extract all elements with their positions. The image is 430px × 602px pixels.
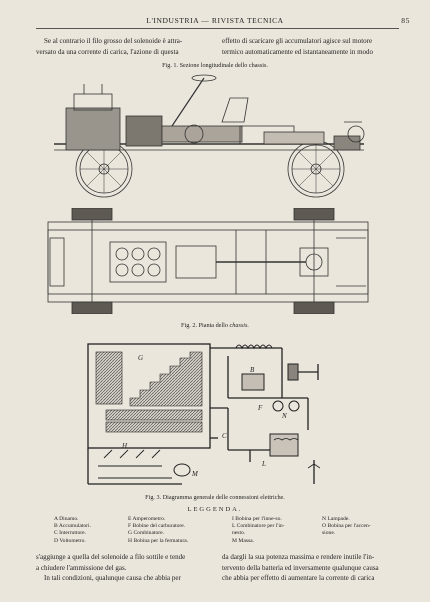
fig3-label-c: C: [222, 432, 227, 440]
legend-item: D Voltometro.: [54, 537, 86, 544]
fig3-label-h: H: [121, 442, 128, 450]
legend-item: L Combinatore per l'in-: [232, 523, 285, 530]
fig3-caption: Fig. 3. Diagramma generale delle conness…: [145, 494, 285, 501]
legend-col-3: I Bobina per l'inne-so. L Combinatore pe…: [232, 516, 285, 545]
legend-item: H Bobina per la fermatura.: [128, 537, 189, 544]
top-left-column: Se al contrario il filo grosso del solen…: [36, 36, 212, 57]
bottom-right-column: da dargli la sua potenza massima e rende…: [222, 552, 400, 584]
fig3-label-b: B: [250, 366, 255, 374]
legend-item: nesto.: [232, 530, 246, 537]
legend-item: C Interruttore.: [54, 530, 86, 537]
fig2-label: Fig. 2.: [181, 322, 198, 329]
legend-item: O Bobina per l'accen-: [322, 523, 371, 530]
fig1-longitudinal-section-drawing: [54, 74, 365, 198]
fig2-caption-text: Pianta dello: [198, 322, 228, 329]
top-right-line-1: effetto di scaricare gli accumulatori ag…: [222, 37, 373, 45]
legend-col-4: N Lampade. O Bobina per l'accen- sione.: [322, 516, 371, 538]
fig3-electrical-diagram: G B F C N L H M: [87, 343, 321, 485]
page-number: 85: [401, 16, 410, 25]
bottom-right-line-1: da dargli la sua potenza massima e rende…: [222, 553, 375, 561]
legend-title: LEGGENDA.: [187, 506, 243, 513]
top-right-line-2: termico automaticamente ed istantaneamen…: [222, 47, 374, 56]
legend-item: B Accumulatori.: [54, 523, 91, 530]
fig1-caption: Fig. 1. Sezione longitudinale dello chas…: [162, 62, 268, 69]
fig3-label-l: L: [261, 460, 266, 468]
bottom-right-line-2: tervento della batteria ed inversamente …: [222, 563, 379, 572]
top-left-line-1: Se al contrario il filo grosso del solen…: [44, 37, 183, 45]
fig2-plan-drawing: [47, 208, 369, 314]
top-right-column: effetto di scaricare gli accumulatori ag…: [222, 36, 400, 57]
fig2-caption: Fig. 2. Pianta dello chassis.: [0, 322, 430, 329]
fig2-caption-italic: chassis.: [229, 322, 249, 329]
legend-item: sione.: [322, 530, 336, 537]
bottom-left-column: s'aggiunge a quella del solenoide a filo…: [36, 552, 212, 584]
top-left-line-2: versato da una corrente di carica, l'azi…: [36, 47, 179, 56]
bottom-left-line-1: s'aggiunge a quella del solenoide a filo…: [36, 553, 186, 561]
bottom-right-line-3: che abbia per effetto di aumentare la co…: [222, 574, 375, 582]
fig3-label-m: M: [191, 470, 199, 478]
legend-item: F Bobine del carburatore.: [128, 523, 186, 530]
legend-item: I Bobina per l'inne-so.: [232, 516, 282, 522]
fig3-label-n: N: [281, 412, 287, 420]
fig3-label-g: G: [138, 354, 143, 362]
bottom-left-line-3: In tali condizioni, qualunque causa che …: [44, 574, 181, 582]
journal-title: L'INDUSTRIA — RIVISTA TECNICA: [146, 16, 284, 25]
legend-col-2: E Amperometro. F Bobine del carburatore.…: [128, 516, 188, 545]
bottom-left-line-2: a chiudere l'ammissione del gas.: [36, 563, 127, 572]
legend-item: M Massa.: [232, 537, 255, 544]
header-rule: [36, 28, 399, 29]
legend-col-1: A Dinamo. B Accumulatori. C Interruttore…: [54, 516, 91, 545]
legend-item: N Lampade.: [322, 516, 350, 522]
legend-item: E Amperometro.: [128, 516, 166, 522]
fig3-label-f: F: [257, 404, 263, 412]
legend-item: A Dinamo.: [54, 516, 79, 522]
legend-item: G Combinatore.: [128, 530, 165, 537]
